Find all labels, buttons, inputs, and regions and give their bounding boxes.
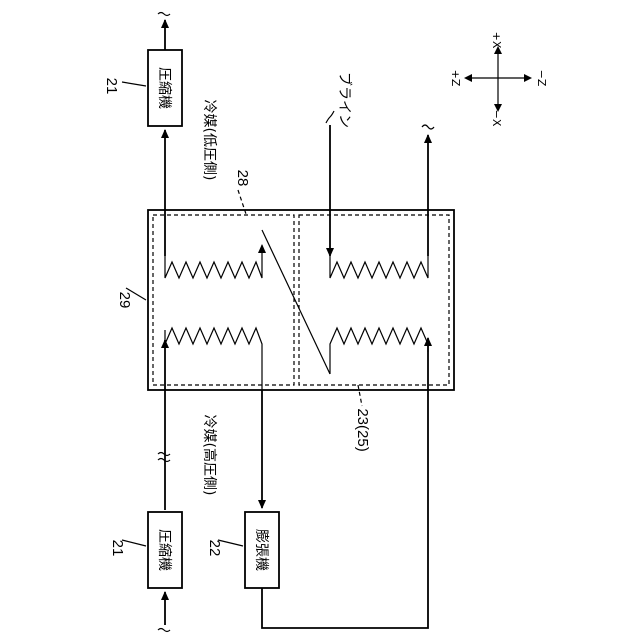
bottom-compressor-ref: 21 (109, 540, 126, 557)
expansion-valve-label: 膨張機 (253, 529, 270, 571)
bottom-break-mark (158, 629, 170, 632)
axis-minus-x: −X (490, 110, 503, 127)
axis-indicator: +X −X +Z −Z (449, 32, 548, 127)
top-compressor-ref: 21 (103, 78, 120, 95)
brine-label: ブライン (336, 72, 353, 128)
expansion-valve: 膨張機 (245, 512, 279, 588)
brine-inlet-break (326, 111, 334, 123)
axis-minus-z: −Z (535, 70, 548, 87)
heat-exchanger-outer (148, 210, 454, 390)
refrigerant-coil-low (165, 245, 262, 278)
brine-outlet-break (422, 125, 434, 129)
axis-plus-x: +X (490, 32, 503, 49)
top-compressor: 圧縮機 (148, 50, 182, 126)
refrigerant-low-label: 冷媒(低圧側) (201, 100, 217, 181)
top-compressor-label: 圧縮機 (156, 67, 172, 109)
top-break-mark (158, 13, 170, 16)
refrigerant-passage-outline (153, 215, 294, 385)
high-pressure-break (158, 453, 170, 462)
bottom-compressor-label: 圧縮機 (156, 529, 172, 571)
top-compressor-leader (122, 82, 146, 86)
brine-passage-ref: 23(25) (354, 408, 371, 451)
bottom-compressor: 圧縮機 (148, 512, 182, 588)
axis-plus-z: +Z (449, 70, 462, 87)
brine-passage-outline (299, 215, 449, 385)
brine-coil-upper (330, 256, 428, 278)
brine-passage-leader (358, 385, 362, 406)
exchanger-ref: 29 (116, 292, 133, 309)
brine-coil-lower (330, 328, 428, 374)
expansion-valve-ref: 22 (206, 540, 223, 557)
expansion-return-line (262, 390, 428, 628)
refrigerant-coil-high (165, 328, 262, 390)
refrigerant-passage-ref: 28 (234, 170, 251, 187)
refrigerant-high-label: 冷媒(高圧側) (201, 415, 218, 496)
crossover-line (262, 230, 330, 374)
